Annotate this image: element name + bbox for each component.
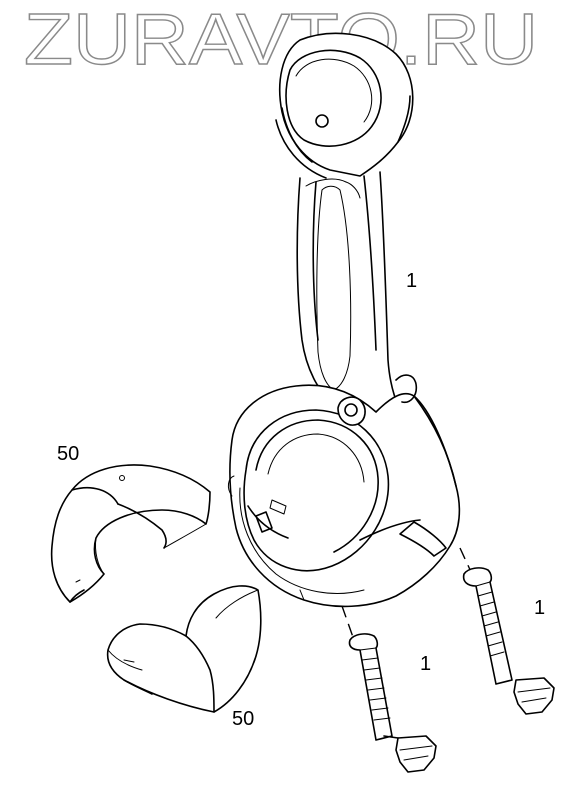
callout-bearing-shell-upper: 50 xyxy=(57,443,80,465)
bearing-shell-upper xyxy=(50,464,211,603)
callout-rod-bolt-left: 1 xyxy=(420,653,432,675)
callout-rod-bolt-right: 1 xyxy=(534,597,546,619)
rod-bolt-right xyxy=(459,547,555,715)
rod-bolt-left xyxy=(341,605,437,773)
bearing-shell-lower xyxy=(106,585,262,713)
watermark-text: ZURAVTO.RU xyxy=(24,0,538,72)
connecting-rod xyxy=(227,32,461,608)
callout-connecting-rod: 1 xyxy=(406,270,418,292)
watermark: ZURAVTO.RU xyxy=(23,0,538,72)
callout-bearing-shell-lower: 50 xyxy=(232,708,255,730)
